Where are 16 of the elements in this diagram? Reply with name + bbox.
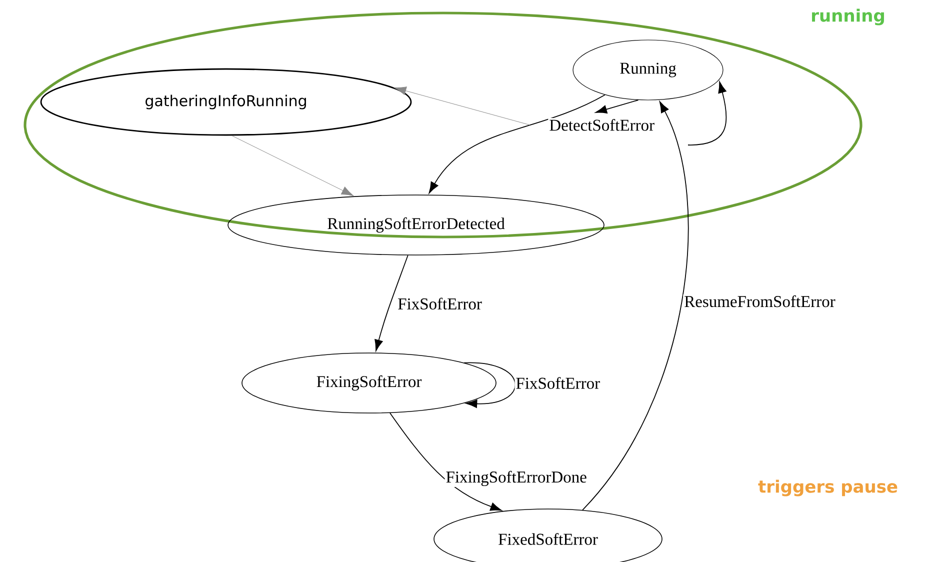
arrow (464, 362, 516, 408)
edge-label: FixSoftError (396, 296, 483, 310)
arrow (394, 86, 530, 126)
edge-label: FixSoftError (514, 376, 602, 390)
arrow (374, 254, 408, 352)
edge-label: ResumeFromSoftError (683, 294, 836, 308)
arrow (232, 135, 354, 196)
arrow (582, 101, 689, 510)
arrow (595, 100, 639, 114)
note-text: triggers pause (758, 480, 898, 496)
arrow (428, 94, 606, 194)
arrow (688, 81, 727, 146)
edge-label: DetectSoftError (548, 118, 656, 132)
edge-label: FixingSoftErrorDone (444, 470, 588, 488)
arrow (390, 412, 502, 511)
group-heading: running (812, 8, 884, 26)
